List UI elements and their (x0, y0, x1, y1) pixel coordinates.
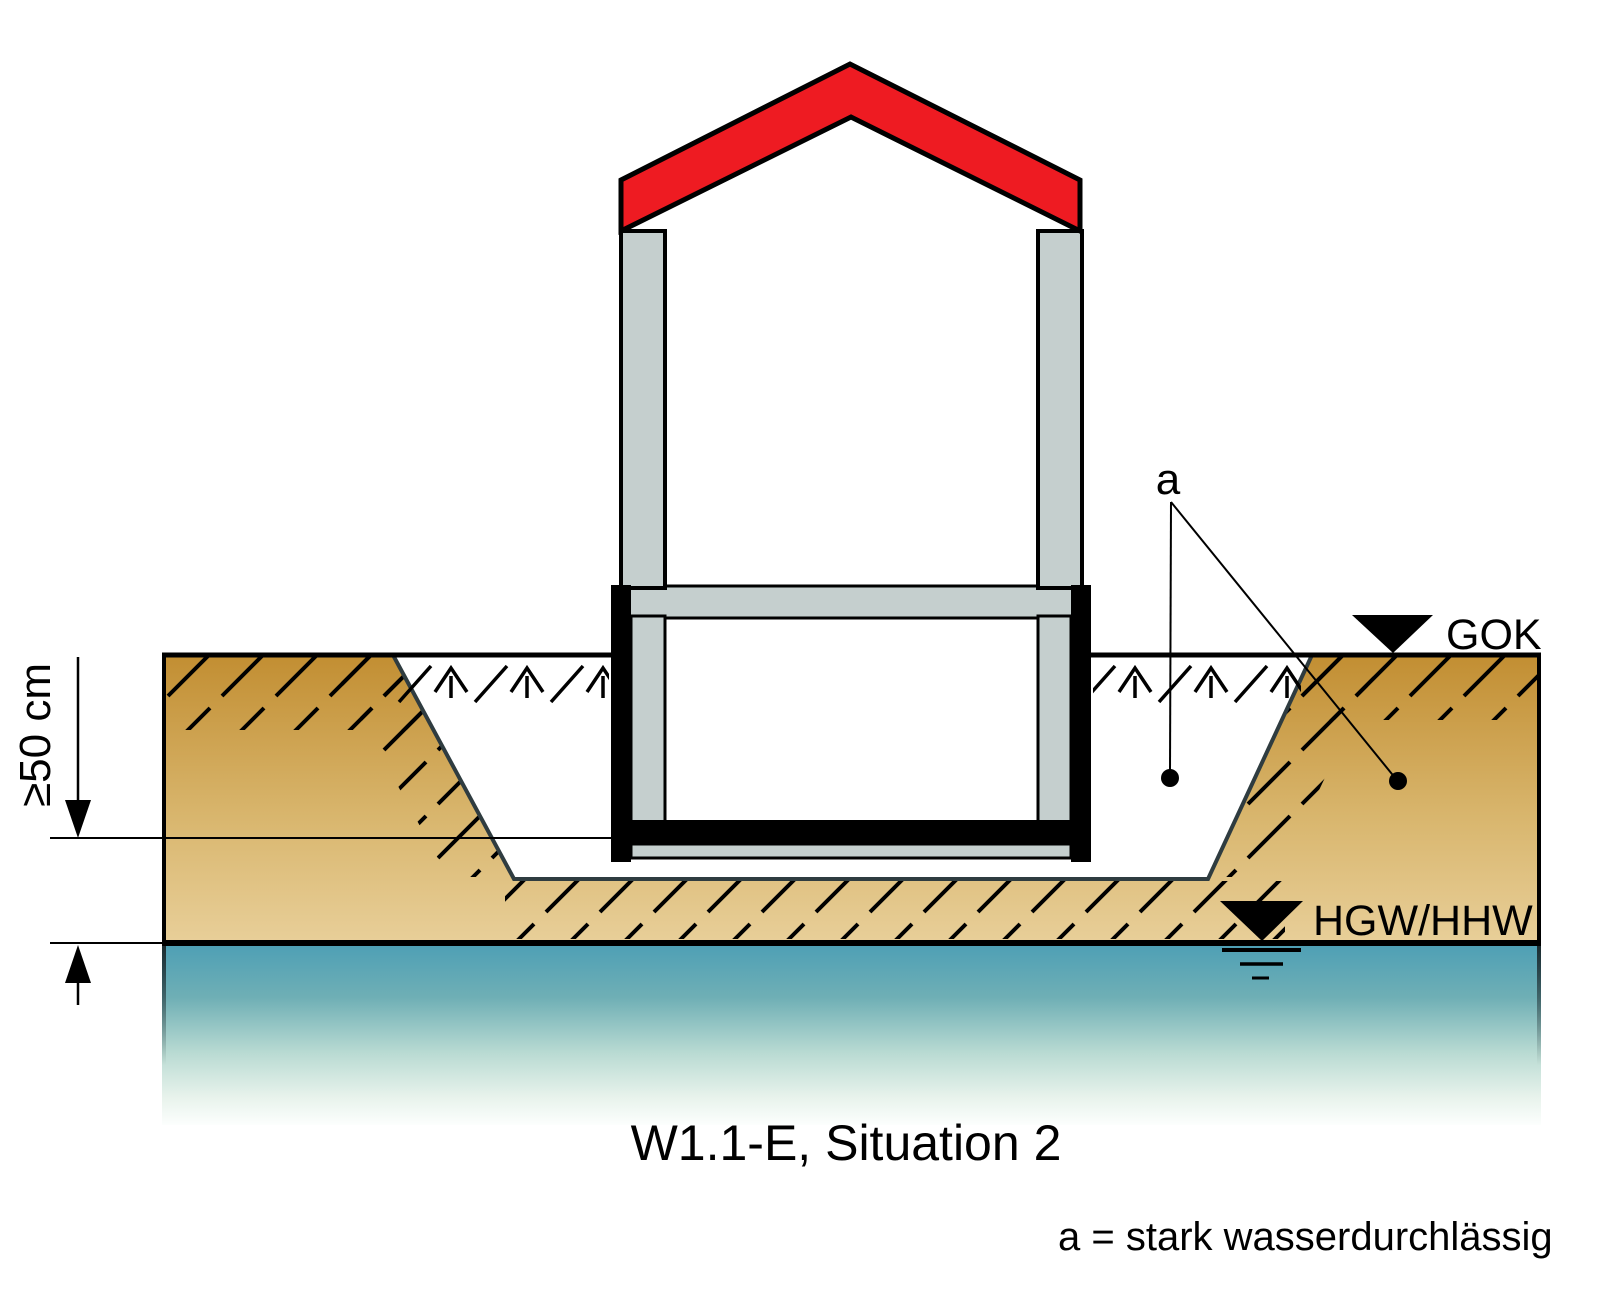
roof (618, 61, 1083, 236)
arrow-up-icon (65, 945, 91, 983)
diagram-title: W1.1-E, Situation 2 (631, 1115, 1062, 1171)
basement-left-wall (629, 614, 667, 824)
basement-right-wall (1036, 614, 1073, 824)
level-triangle-icon (1220, 901, 1303, 941)
lean-concrete-layer (629, 842, 1073, 860)
diagram-legend: a = stark wasserdurchlässig (1058, 1215, 1553, 1259)
leader-line-right (1170, 501, 1397, 780)
right-wall (1036, 229, 1084, 590)
leader-dot-icon (1389, 772, 1407, 790)
backfill-surface-marks (397, 658, 1301, 706)
water-ripple-icon (1222, 948, 1301, 980)
soil-hatching (166, 657, 1538, 939)
gok-label: GOK (1446, 611, 1542, 659)
upper-floor-interior (665, 233, 1038, 588)
dimension-label: ≥50 cm (11, 663, 60, 807)
groundwater-body (162, 943, 1541, 1125)
arrow-down-icon (65, 800, 91, 838)
leader-line-left (1169, 501, 1172, 771)
gok-marker: GOK (1352, 611, 1542, 659)
waterproofing-membrane-left (611, 585, 631, 862)
permeable-annotation: a (1156, 455, 1407, 790)
dimension-50cm: ≥50 cm (11, 657, 611, 1005)
hgw-label: HGW/HHW (1313, 897, 1533, 945)
level-triangle-icon (1352, 615, 1433, 653)
hgw-marker: HGW/HHW (1220, 897, 1533, 980)
leader-dot-icon (1161, 769, 1179, 787)
waterproofing-membrane-right (1071, 585, 1091, 862)
ground-floor-slab (619, 584, 1084, 620)
basement-interior (665, 618, 1038, 822)
left-wall (619, 229, 667, 590)
a-label: a (1156, 455, 1181, 504)
waterproofing-floor-membrane (611, 820, 1091, 844)
pit-outline (391, 654, 1314, 881)
building-section (611, 61, 1091, 862)
